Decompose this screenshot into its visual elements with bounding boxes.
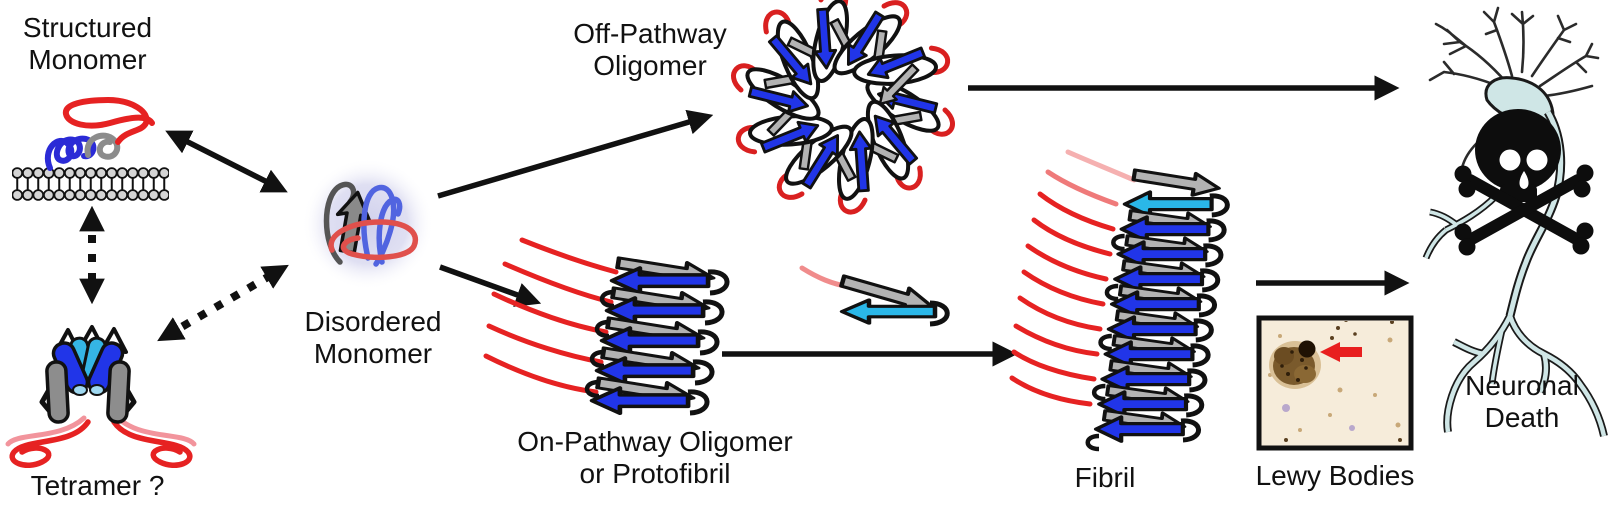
blue-helix — [45, 135, 97, 171]
label-neuronal-death-line1: Neuronal — [1465, 370, 1579, 401]
blue-loop — [361, 184, 403, 267]
lewy-bodies-micrograph — [1256, 315, 1414, 451]
label-neuronal-death-line2: Death — [1484, 402, 1560, 434]
tetramer-tail-pink-right — [115, 415, 197, 447]
arrow-disordered-to-onpathway — [439, 264, 542, 307]
label-off-pathway-oligomer: Off-Pathway Oligomer — [545, 18, 755, 83]
fibril-figure — [1009, 149, 1230, 452]
arrow-tetramer-disordered-dashed — [157, 264, 289, 342]
label-disordered-monomer-line1: Disordered — [304, 306, 442, 337]
skull-eye-left — [1499, 149, 1521, 171]
red-loop — [328, 219, 419, 261]
label-on-pathway-line1: On-Pathway Oligomer — [517, 426, 793, 457]
label-off-pathway-line1: Off-Pathway — [573, 18, 727, 49]
label-disordered-monomer-line2: Monomer — [313, 338, 433, 370]
skull-crossbones-icon — [1454, 109, 1594, 256]
skull-nose — [1519, 171, 1529, 189]
neuron-figure — [1422, 6, 1608, 437]
skull-eye-right — [1526, 149, 1548, 171]
tetramer-tail-red-right — [111, 419, 193, 468]
red-disordered-tail — [63, 96, 155, 145]
pathway-arrows — [79, 75, 1410, 367]
arrow-structured-disordered — [165, 130, 288, 193]
label-structured-monomer-line1: Structured — [22, 12, 153, 43]
label-tetramer: Tetramer ? — [30, 470, 165, 501]
tetramer-tail-red-left — [9, 419, 91, 468]
label-structured-monomer-line2: Monomer — [28, 44, 147, 76]
gray-helix — [84, 132, 121, 160]
dendrites — [1428, 6, 1600, 170]
off-pathway-oligomer-figure — [731, 0, 955, 216]
label-neuronal-death: Neuronal Death — [1442, 370, 1602, 435]
crossbones — [1454, 164, 1594, 256]
tetramer-tail-pink-left — [5, 415, 87, 447]
arrow-disordered-to-offpathway — [437, 109, 714, 199]
monomer-addition-figure — [799, 265, 950, 327]
membrane-icon — [12, 166, 169, 202]
disordered-monomer-figure — [302, 158, 434, 290]
structured-monomer-figure — [12, 96, 169, 202]
tetramer-figure — [5, 325, 197, 468]
label-structured-monomer: Structured Monomer — [5, 12, 170, 77]
label-off-pathway-line2: Oligomer — [593, 50, 707, 82]
label-on-pathway-oligomer: On-Pathway Oligomer or Protofibril — [495, 426, 815, 491]
label-fibril: Fibril — [1074, 462, 1136, 493]
lewy-body-core — [1298, 340, 1316, 358]
label-on-pathway-line2: or Protofibril — [579, 458, 731, 490]
label-disordered-monomer: Disordered Monomer — [293, 306, 453, 371]
on-pathway-oligomer-figure — [483, 237, 730, 413]
label-lewy-bodies: Lewy Bodies — [1255, 460, 1415, 491]
red-pointer-arrow-icon — [1320, 342, 1362, 362]
